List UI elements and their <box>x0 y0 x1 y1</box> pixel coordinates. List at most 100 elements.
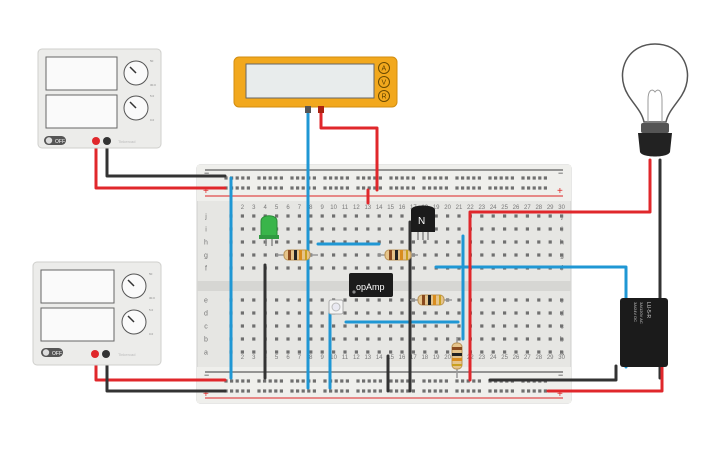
breadboard-hole[interactable] <box>406 389 410 393</box>
breadboard-hole[interactable] <box>354 324 358 328</box>
breadboard-hole[interactable] <box>434 311 438 315</box>
breadboard-hole[interactable] <box>307 389 311 393</box>
breadboard-hole[interactable] <box>343 350 347 354</box>
breadboard-hole[interactable] <box>301 379 305 383</box>
breadboard-hole[interactable] <box>309 311 313 315</box>
breadboard-hole[interactable] <box>525 337 529 341</box>
breadboard-hole[interactable] <box>395 379 399 383</box>
breadboard-hole[interactable] <box>537 324 541 328</box>
breadboard-hole[interactable] <box>252 227 256 231</box>
breadboard-hole[interactable] <box>263 186 267 190</box>
breadboard-hole[interactable] <box>268 389 272 393</box>
breadboard-hole[interactable] <box>240 240 244 244</box>
breadboard-hole[interactable] <box>297 337 301 341</box>
breadboard-hole[interactable] <box>514 311 518 315</box>
breadboard-hole[interactable] <box>354 227 358 231</box>
breadboard-hole[interactable] <box>423 324 427 328</box>
breadboard-hole[interactable] <box>230 389 234 393</box>
breadboard-hole[interactable] <box>503 253 507 257</box>
breadboard-hole[interactable] <box>439 176 443 180</box>
breadboard-hole[interactable] <box>257 379 261 383</box>
breadboard-hole[interactable] <box>366 337 370 341</box>
breadboard-hole[interactable] <box>362 379 366 383</box>
breadboard-hole[interactable] <box>527 176 531 180</box>
breadboard-hole[interactable] <box>503 337 507 341</box>
breadboard-hole[interactable] <box>230 379 234 383</box>
breadboard-hole[interactable] <box>514 350 518 354</box>
breadboard-hole[interactable] <box>246 176 250 180</box>
breadboard-hole[interactable] <box>560 253 564 257</box>
breadboard-hole[interactable] <box>286 240 290 244</box>
breadboard-hole[interactable] <box>525 324 529 328</box>
breadboard-hole[interactable] <box>286 214 290 218</box>
breadboard-hole[interactable] <box>323 186 327 190</box>
resistor-1[interactable] <box>276 249 318 261</box>
breadboard-hole[interactable] <box>252 253 256 257</box>
breadboard-hole[interactable] <box>400 379 404 383</box>
breadboard-hole[interactable] <box>503 324 507 328</box>
breadboard-hole[interactable] <box>400 337 404 341</box>
breadboard-hole[interactable] <box>466 176 470 180</box>
breadboard-hole[interactable] <box>373 389 377 393</box>
breadboard-hole[interactable] <box>240 324 244 328</box>
positive-terminal-top[interactable] <box>92 137 100 145</box>
breadboard-hole[interactable] <box>514 298 518 302</box>
breadboard-hole[interactable] <box>367 379 371 383</box>
breadboard-hole[interactable] <box>521 186 525 190</box>
breadboard-hole[interactable] <box>389 240 393 244</box>
breadboard-hole[interactable] <box>503 214 507 218</box>
breadboard-hole[interactable] <box>444 389 448 393</box>
breadboard-hole[interactable] <box>434 253 438 257</box>
breadboard-hole[interactable] <box>560 311 564 315</box>
breadboard-hole[interactable] <box>377 311 381 315</box>
breadboard-hole[interactable] <box>480 214 484 218</box>
breadboard-hole[interactable] <box>400 176 404 180</box>
breadboard-hole[interactable] <box>377 298 381 302</box>
breadboard-hole[interactable] <box>366 240 370 244</box>
breadboard-hole[interactable] <box>514 253 518 257</box>
breadboard-hole[interactable] <box>323 176 327 180</box>
breadboard-hole[interactable] <box>309 227 313 231</box>
breadboard-hole[interactable] <box>510 176 514 180</box>
breadboard-hole[interactable] <box>548 240 552 244</box>
breadboard-hole[interactable] <box>377 214 381 218</box>
breadboard-hole[interactable] <box>494 186 498 190</box>
breadboard-hole[interactable] <box>395 186 399 190</box>
breadboard-hole[interactable] <box>446 324 450 328</box>
breadboard-hole[interactable] <box>480 240 484 244</box>
wire-red-multimeter[interactable] <box>319 110 379 192</box>
breadboard-hole[interactable] <box>263 253 267 257</box>
breadboard-hole[interactable] <box>389 350 393 354</box>
breadboard-hole[interactable] <box>411 240 415 244</box>
breadboard-hole[interactable] <box>532 389 536 393</box>
breadboard-hole[interactable] <box>286 266 290 270</box>
breadboard-hole[interactable] <box>457 324 461 328</box>
breadboard-hole[interactable] <box>472 186 476 190</box>
breadboard-hole[interactable] <box>548 324 552 328</box>
relay[interactable]: LU-5-R 3A/120V AC 3A/24V DC <box>620 298 668 367</box>
breadboard-hole[interactable] <box>446 214 450 218</box>
breadboard-hole[interactable] <box>457 311 461 315</box>
breadboard-hole[interactable] <box>548 311 552 315</box>
breadboard-hole[interactable] <box>395 176 399 180</box>
breadboard-hole[interactable] <box>345 176 349 180</box>
breadboard-hole[interactable] <box>525 253 529 257</box>
breadboard-hole[interactable] <box>411 324 415 328</box>
breadboard-hole[interactable] <box>252 337 256 341</box>
breadboard-hole[interactable] <box>329 176 333 180</box>
breadboard-hole[interactable] <box>480 350 484 354</box>
breadboard-hole[interactable] <box>527 186 531 190</box>
breadboard-hole[interactable] <box>488 389 492 393</box>
breadboard-hole[interactable] <box>466 186 470 190</box>
breadboard-hole[interactable] <box>377 240 381 244</box>
breadboard-hole[interactable] <box>560 214 564 218</box>
breadboard-hole[interactable] <box>334 176 338 180</box>
breadboard-hole[interactable] <box>332 214 336 218</box>
breadboard-hole[interactable] <box>309 240 313 244</box>
breadboard-hole[interactable] <box>323 379 327 383</box>
breadboard-hole[interactable] <box>525 227 529 231</box>
breadboard-hole[interactable] <box>378 379 382 383</box>
breadboard-hole[interactable] <box>332 240 336 244</box>
breadboard-hole[interactable] <box>366 324 370 328</box>
breadboard-hole[interactable] <box>543 186 547 190</box>
